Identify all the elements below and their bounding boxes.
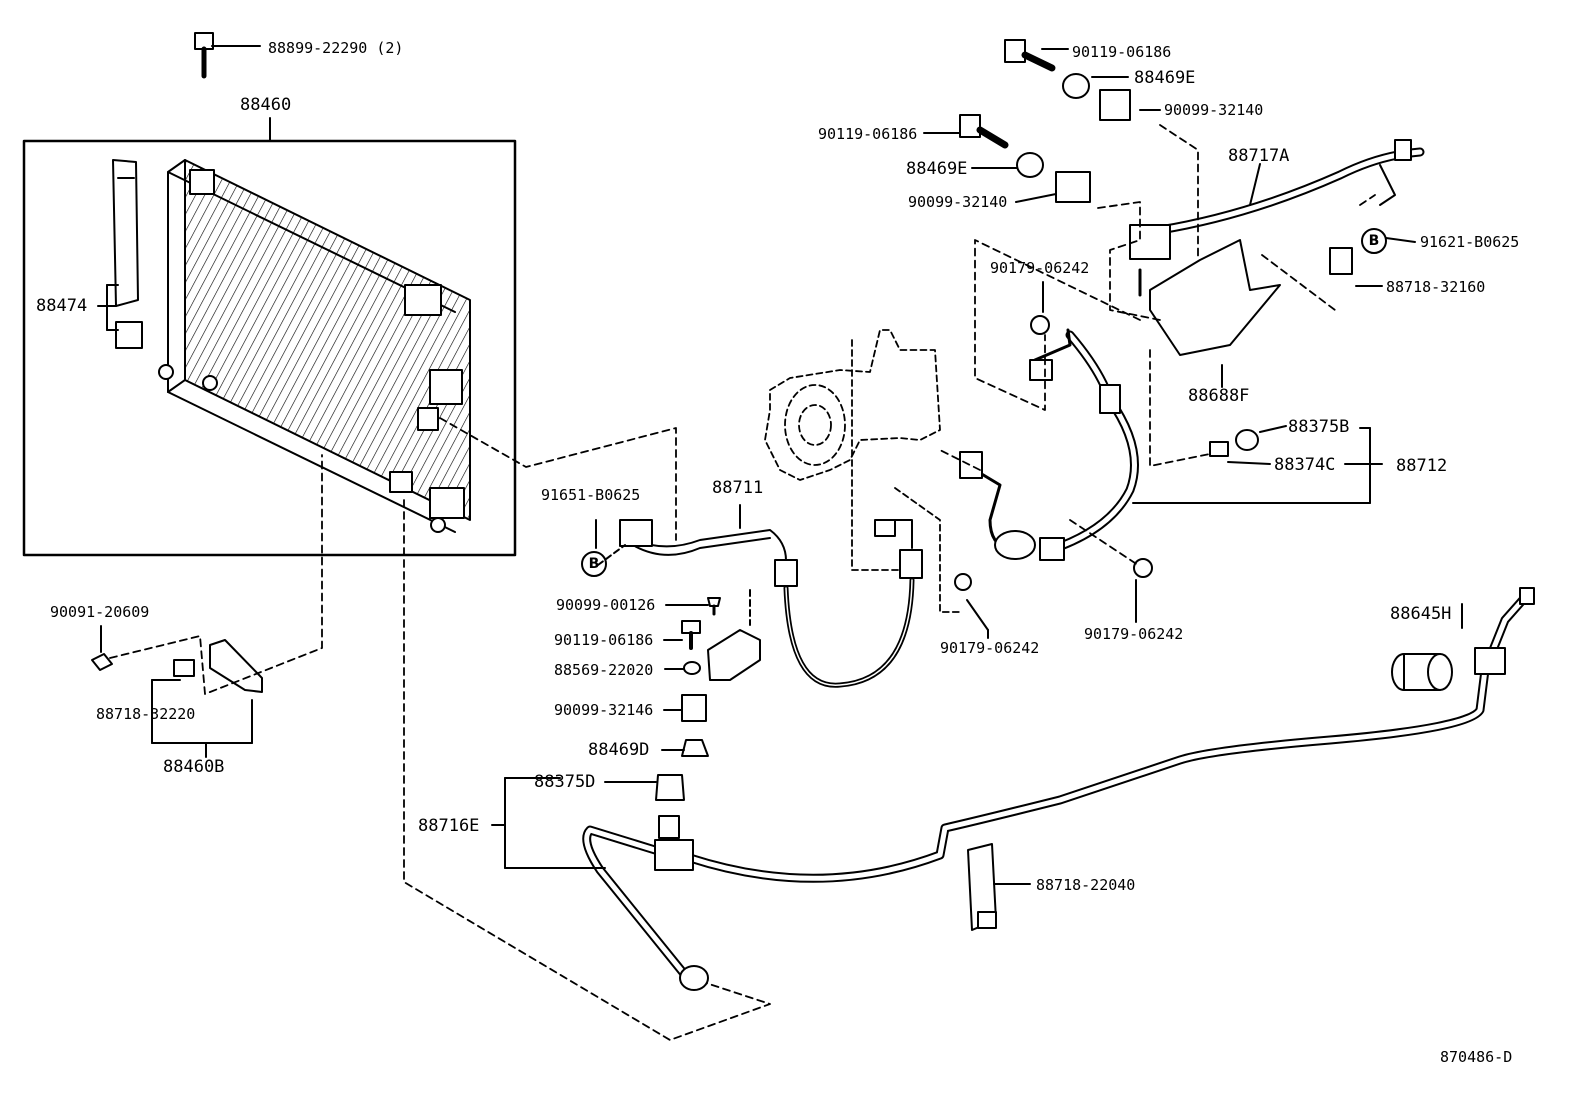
- reference-b-top-icon: B: [1361, 228, 1387, 254]
- label-cap-a: 90099-32140: [1164, 101, 1264, 119]
- label-hose-discharge: 88711: [712, 478, 764, 498]
- reference-b-left-icon: B: [581, 551, 607, 577]
- label-bolt-bracket: 90091-20609: [50, 603, 150, 621]
- suction-hose-icon: [954, 315, 1153, 591]
- compressor-icon: [764, 329, 961, 613]
- bottom-clip-icon: [967, 843, 997, 931]
- label-hose-suction: 88712: [1396, 456, 1448, 476]
- label-valve-core-b: 88375B: [1288, 417, 1350, 437]
- label-bolt-b: 90119-06186: [818, 125, 918, 143]
- label-bracket-clip: 88718-32220: [96, 705, 196, 723]
- label-clamp-ref-b-top: 91621-B0625: [1420, 233, 1520, 251]
- label-oring-a: 88469E: [1134, 68, 1196, 88]
- condenser-icon: [158, 159, 471, 533]
- bracket-right-icon: [1138, 239, 1353, 356]
- label-oring-d: 88469D: [588, 740, 650, 760]
- label-bolt-a: 90119-06186: [1072, 43, 1172, 61]
- label-nut-right: 90179-06242: [1084, 625, 1184, 643]
- label-bracket-right: 88688F: [1188, 386, 1250, 406]
- label-clip-top: 88718-32160: [1386, 278, 1486, 296]
- condenser-bracket-icon: [91, 639, 263, 693]
- label-nut-mid: 90179-06242: [940, 639, 1040, 657]
- label-bracket-set: 88460B: [163, 757, 225, 777]
- top-bolt-icon: [194, 32, 261, 79]
- label-pipe-top: 88717A: [1228, 146, 1290, 166]
- label-condenser-brace: 88474: [36, 296, 88, 316]
- label-pipe-bottom: 88716E: [418, 816, 480, 836]
- valve-core-icon: [1209, 429, 1259, 457]
- label-bolt-c: 90099-00126: [556, 596, 656, 614]
- label-cap-f: 90099-32146: [554, 701, 654, 719]
- label-cap-b: 90099-32140: [908, 193, 1008, 211]
- upper-bolts-icon: [959, 39, 1131, 203]
- pressure-switch-icon: [1391, 653, 1453, 691]
- discharge-hose-icon: [619, 519, 923, 688]
- label-valve-core-d: 88375D: [534, 772, 596, 792]
- label-bolt-top: 88899-22290 (2): [268, 39, 404, 57]
- label-bolt-d: 90119-06186: [554, 631, 654, 649]
- label-clip-bottom: 88718-22040: [1036, 876, 1136, 894]
- label-clamp-e: 88569-22020: [554, 661, 654, 679]
- label-nut-top: 90179-06242: [990, 259, 1090, 277]
- label-pressure-switch: 88645H: [1390, 604, 1452, 624]
- liquid-pipe-icon: [582, 587, 1535, 991]
- label-valve-cap-c: 88374C: [1274, 455, 1336, 475]
- condenser-brace-icon: [112, 159, 143, 349]
- label-oring-b: 88469E: [906, 159, 968, 179]
- label-clamp-ref-b-left: 91651-B0625: [541, 486, 641, 504]
- fittings-column-icon: [655, 597, 761, 839]
- diagram-id: 870486-D: [1440, 1048, 1513, 1066]
- label-condenser: 88460: [240, 95, 292, 115]
